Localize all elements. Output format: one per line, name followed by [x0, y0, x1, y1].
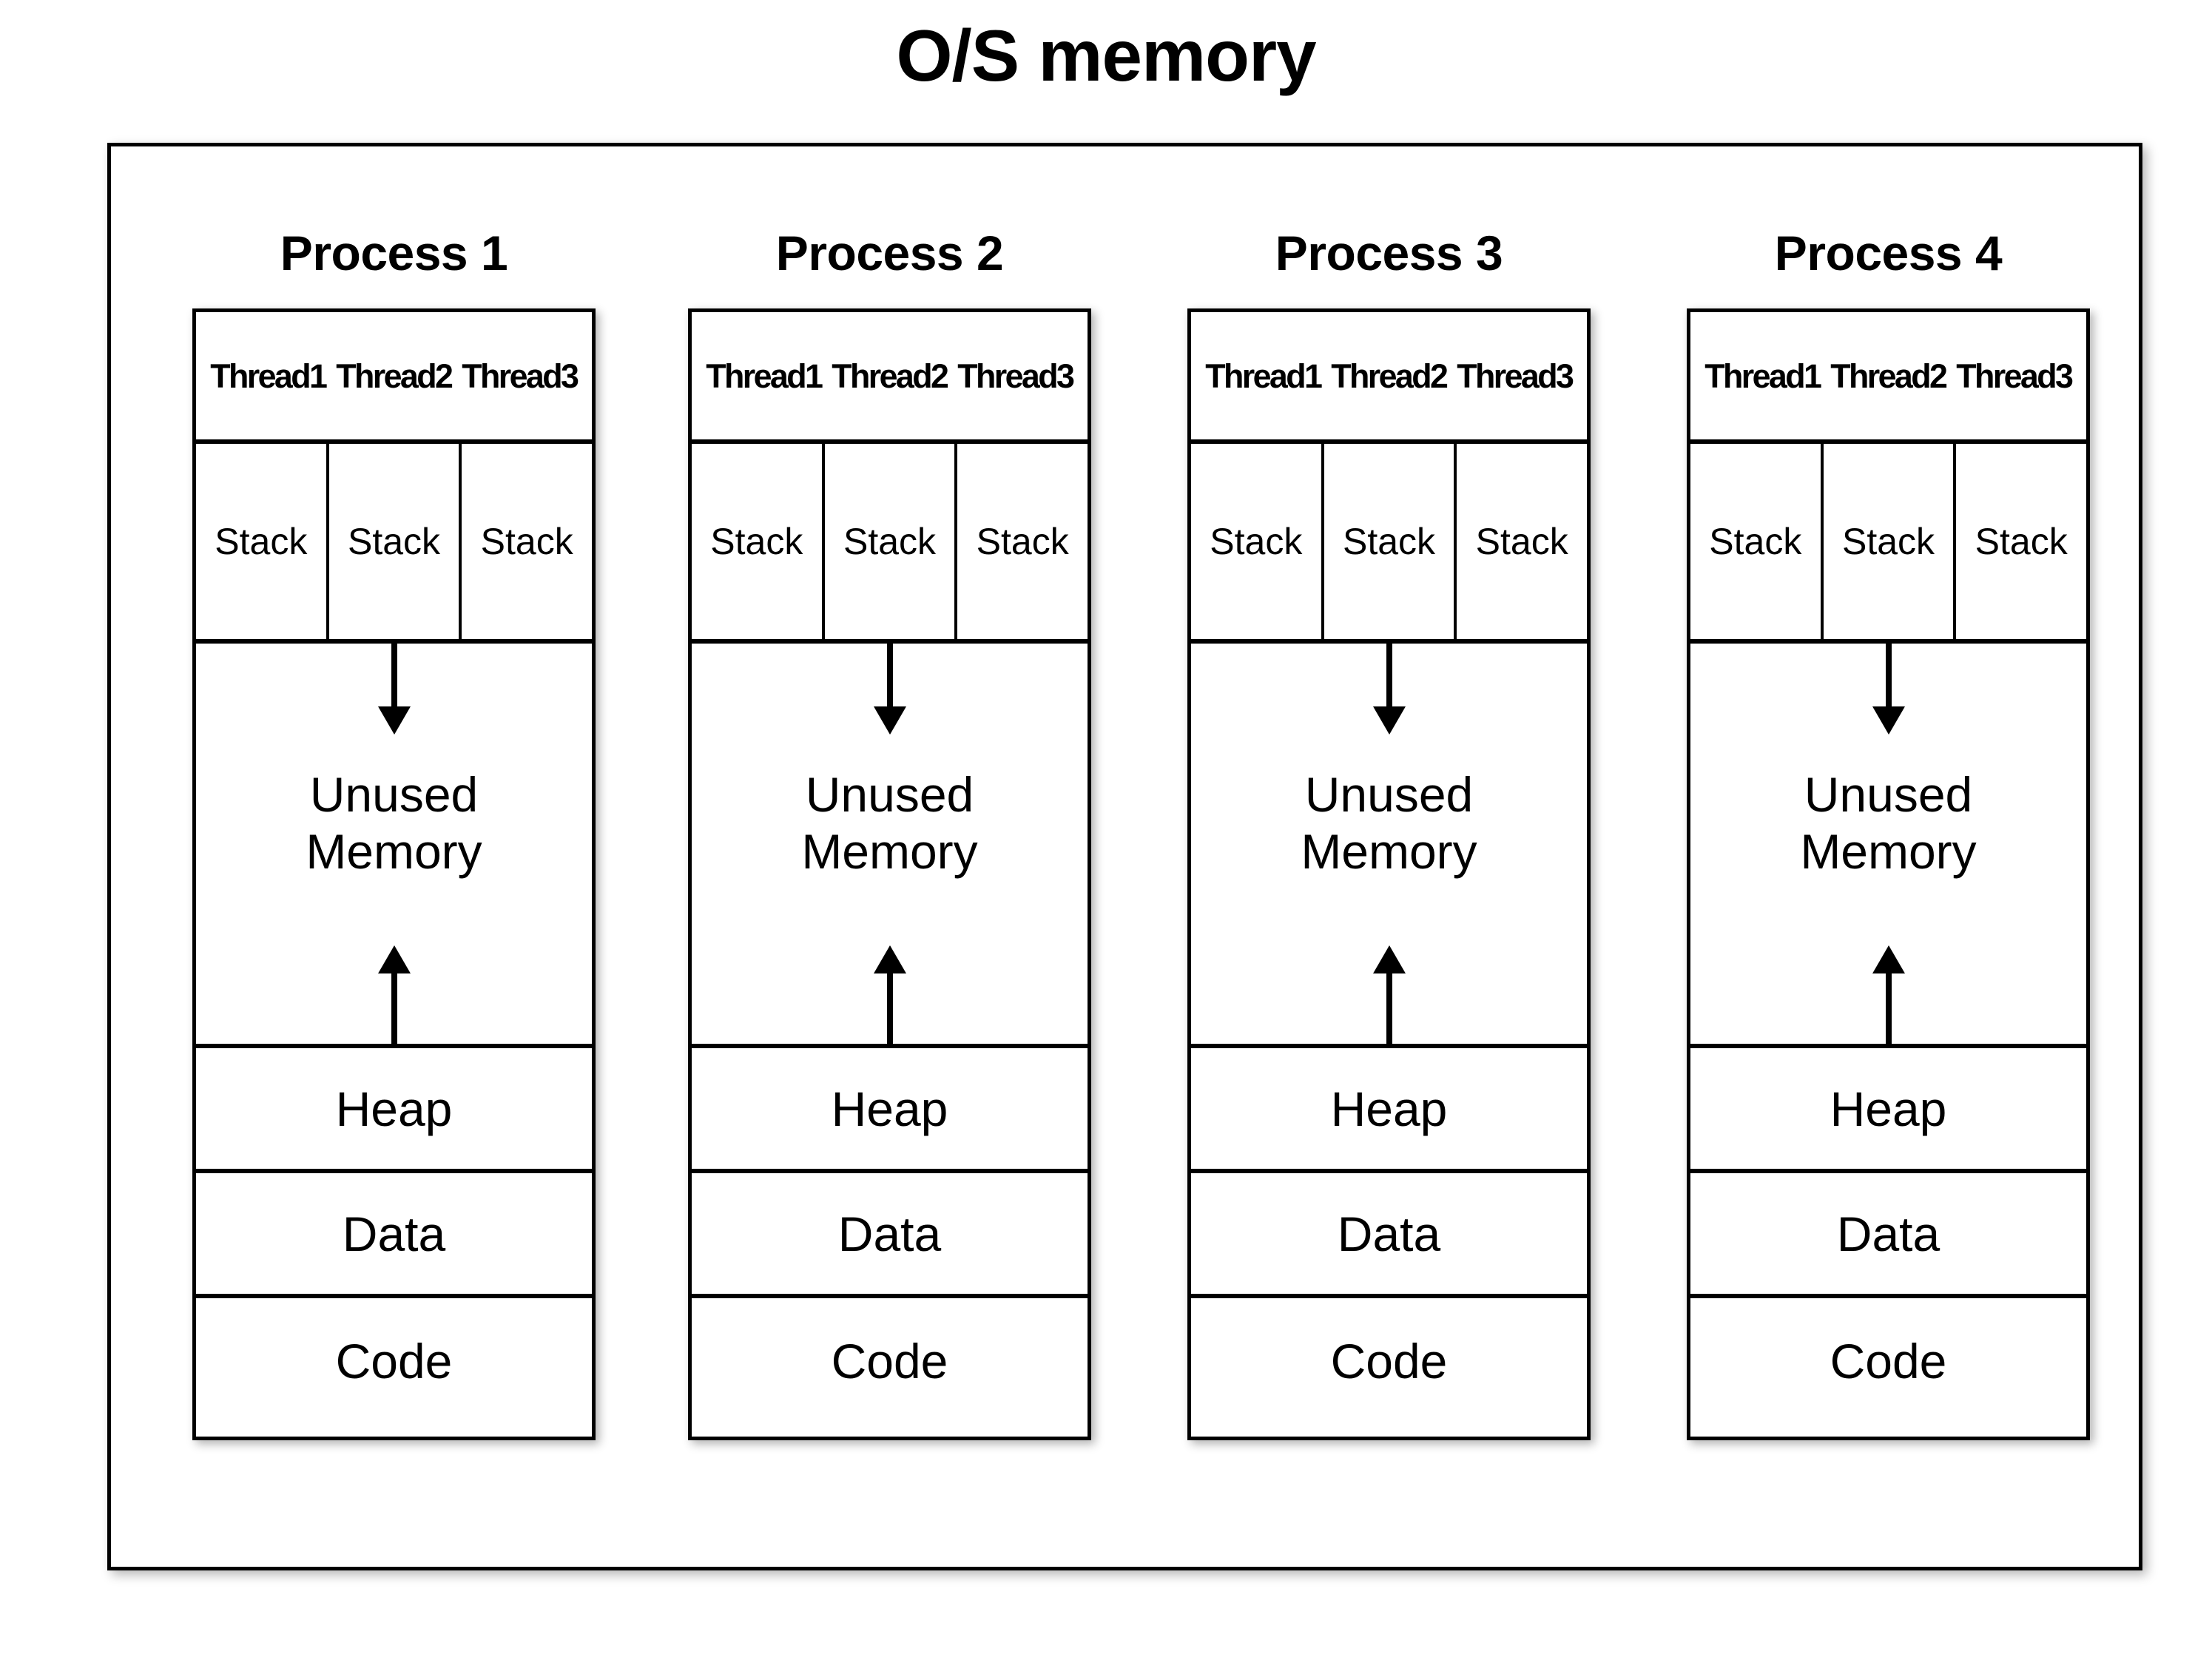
- thread-label: Thread1: [1205, 357, 1323, 395]
- stack-row: Stack Stack Stack: [1690, 444, 2086, 644]
- stack-cell: Stack: [1191, 444, 1324, 639]
- unused-memory-line-2: Memory: [1301, 824, 1477, 880]
- process-title: Process 4: [1774, 226, 2003, 280]
- arrow-up-icon: [377, 945, 411, 1044]
- stack-row: Stack Stack Stack: [1191, 444, 1587, 644]
- stack-cell: Stack: [1324, 444, 1457, 639]
- thread-label: Thread3: [462, 357, 579, 395]
- arrow-down-icon: [873, 644, 906, 735]
- process-title: Process 2: [775, 226, 1004, 280]
- stack-cell: Stack: [329, 444, 462, 639]
- stack-cell: Stack: [976, 521, 1069, 562]
- stack-cell: Stack: [1690, 444, 1824, 639]
- code-segment: Code: [1330, 1334, 1448, 1388]
- unused-memory-region: Unused Memory: [1191, 644, 1587, 1048]
- stack-cell: Stack: [480, 521, 573, 562]
- code-segment: Code: [1830, 1334, 1947, 1388]
- code-segment: Code: [831, 1334, 948, 1388]
- data-segment: Data: [1191, 1173, 1587, 1298]
- process-title: Process 3: [1275, 226, 1503, 280]
- stack-row: Stack Stack Stack: [196, 444, 592, 644]
- heap-segment: Heap: [1690, 1048, 2086, 1173]
- unused-memory-line-2: Memory: [306, 824, 482, 880]
- unused-memory-line-2: Memory: [801, 824, 978, 880]
- arrow-up-icon: [1372, 945, 1406, 1044]
- arrow-up-icon: [1872, 945, 1905, 1044]
- thread-label: Thread2: [1331, 357, 1449, 395]
- arrow-down-icon: [1372, 644, 1406, 735]
- unused-memory-label: Unused Memory: [1191, 766, 1587, 880]
- heap-segment: Heap: [692, 1048, 1088, 1173]
- thread-label: Thread2: [336, 357, 453, 395]
- process-title: Process 1: [280, 226, 508, 280]
- stack-cell: Stack: [1475, 521, 1568, 562]
- stack-cell: Stack: [1824, 444, 1957, 639]
- heap-segment: Heap: [1191, 1048, 1587, 1173]
- unused-memory-region: Unused Memory: [692, 644, 1088, 1048]
- code-segment: Code: [335, 1334, 453, 1388]
- data-segment: Data: [1690, 1173, 2086, 1298]
- unused-memory-line-1: Unused: [805, 767, 974, 822]
- thread-label: Thread2: [1830, 357, 1948, 395]
- unused-memory-region: Unused Memory: [196, 644, 592, 1048]
- unused-memory-region: Unused Memory: [1690, 644, 2086, 1048]
- unused-memory-line-2: Memory: [1800, 824, 1977, 880]
- data-segment: Data: [196, 1173, 592, 1298]
- arrow-down-icon: [377, 644, 411, 735]
- thread-label: Thread3: [957, 357, 1075, 395]
- thread-label: Thread1: [706, 357, 823, 395]
- thread-label: Thread1: [1704, 357, 1822, 395]
- unused-memory-label: Unused Memory: [196, 766, 592, 880]
- arrow-up-icon: [873, 945, 906, 1044]
- stack-cell: Stack: [196, 444, 329, 639]
- unused-memory-line-1: Unused: [1304, 767, 1474, 822]
- stack-cell: Stack: [692, 444, 825, 639]
- unused-memory-line-1: Unused: [309, 767, 479, 822]
- thread-label: Thread3: [1457, 357, 1574, 395]
- heap-segment: Heap: [196, 1048, 592, 1173]
- stack-cell: Stack: [1975, 521, 2068, 562]
- thread-label: Thread1: [210, 357, 328, 395]
- page-title: O/S memory: [896, 15, 1316, 96]
- data-segment: Data: [692, 1173, 1088, 1298]
- unused-memory-label: Unused Memory: [1690, 766, 2086, 880]
- stack-cell: Stack: [825, 444, 958, 639]
- thread-label: Thread3: [1956, 357, 2074, 395]
- thread-label: Thread2: [832, 357, 949, 395]
- unused-memory-line-1: Unused: [1804, 767, 1973, 822]
- stack-row: Stack Stack Stack: [692, 444, 1088, 644]
- unused-memory-label: Unused Memory: [692, 766, 1088, 880]
- arrow-down-icon: [1872, 644, 1905, 735]
